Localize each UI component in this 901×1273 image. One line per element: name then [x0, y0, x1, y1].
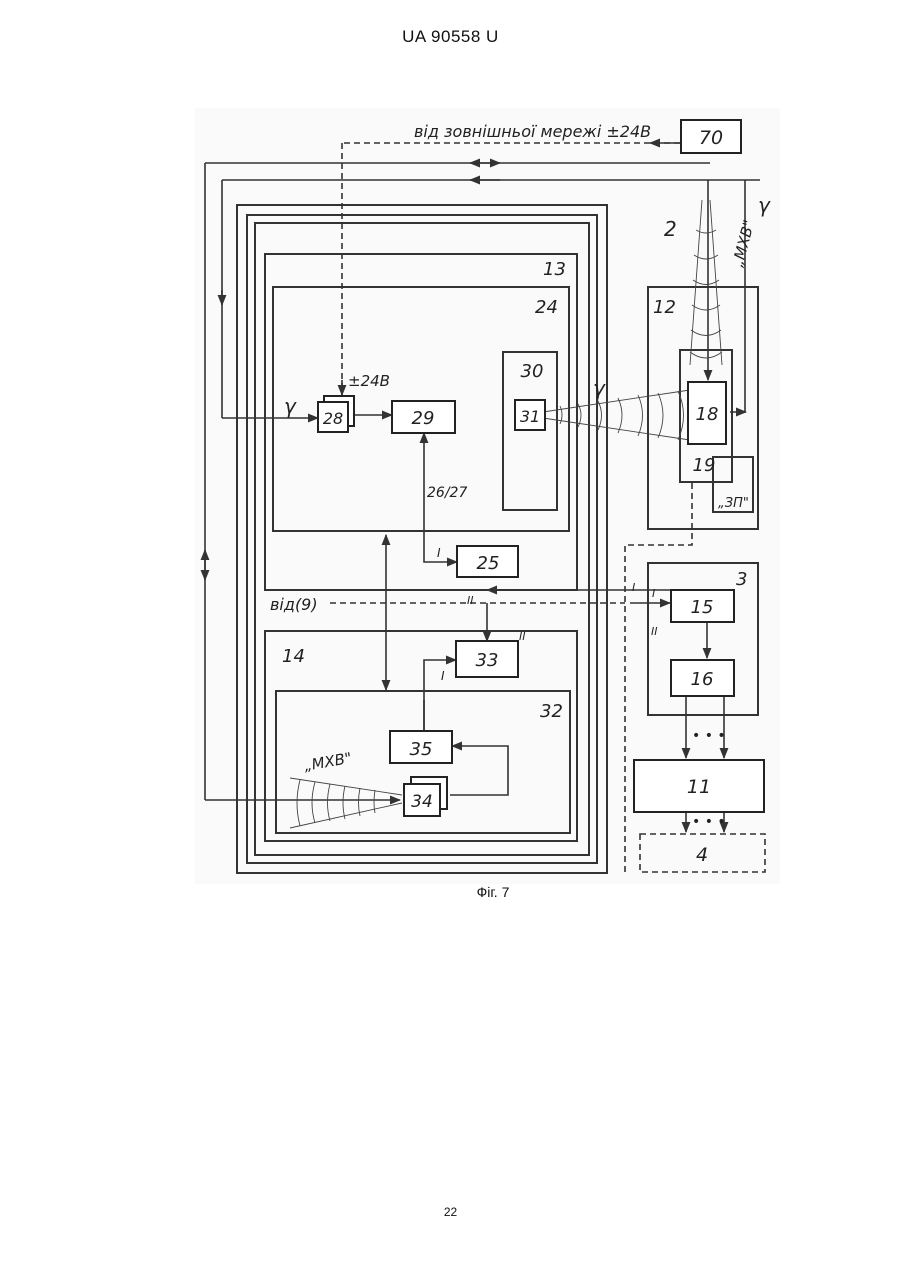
block-25: 25	[457, 546, 518, 577]
svg-text:від(9): від(9)	[270, 595, 318, 614]
figure-caption: Фіг. 7	[0, 884, 901, 900]
svg-text:3: 3	[736, 569, 747, 590]
block-31: 31	[515, 400, 545, 430]
label-19: 19	[693, 455, 716, 476]
svg-text:14: 14	[282, 646, 305, 667]
svg-text:29: 29	[412, 408, 435, 429]
block-15: 15	[671, 590, 734, 622]
svg-text:від зовнішньої мережі ±24В: від зовнішньої мережі ±24В	[414, 122, 651, 141]
svg-text:I: I	[437, 546, 441, 560]
block-35: 35	[390, 731, 452, 763]
svg-text:12: 12	[653, 297, 676, 318]
svg-text:25: 25	[477, 553, 500, 574]
svg-text:16: 16	[691, 669, 714, 690]
svg-text:γ: γ	[284, 394, 297, 418]
svg-text:11: 11	[687, 776, 711, 798]
svg-text:28: 28	[323, 409, 343, 428]
svg-text:II: II	[467, 594, 474, 607]
svg-text:24: 24	[535, 297, 558, 318]
svg-text:2: 2	[664, 217, 677, 241]
block-18: 18	[688, 382, 726, 444]
label-4: 4	[696, 844, 708, 866]
svg-text:I: I	[652, 587, 655, 600]
svg-text:33: 33	[476, 650, 499, 671]
block-70: 70	[681, 120, 741, 153]
svg-text:γ: γ	[593, 376, 606, 400]
block-28: 28	[318, 396, 354, 432]
block-16: 16	[671, 660, 734, 696]
svg-text:I: I	[441, 669, 445, 683]
svg-text:±24В: ±24В	[348, 372, 390, 390]
block-29: 29	[392, 401, 455, 433]
svg-text:II: II	[519, 630, 526, 643]
block-34: 34	[404, 777, 447, 816]
svg-text:26/27: 26/27	[427, 485, 467, 501]
svg-text:18: 18	[696, 404, 719, 425]
svg-text:I: I	[632, 581, 635, 594]
svg-text:• • •: • • •	[692, 728, 726, 744]
page-number: 22	[0, 1205, 901, 1219]
svg-text:13: 13	[543, 259, 566, 280]
svg-text:γ: γ	[758, 193, 771, 217]
svg-text:70: 70	[699, 127, 723, 149]
svg-text:34: 34	[411, 792, 433, 812]
block-11: 11	[634, 760, 764, 812]
svg-text:„ЗП": „ЗП"	[718, 496, 749, 511]
svg-text:II: II	[651, 625, 658, 638]
block-33: 33	[456, 641, 518, 677]
svg-text:35: 35	[410, 739, 433, 760]
svg-text:• • •: • • •	[692, 814, 726, 830]
svg-text:31: 31	[520, 407, 540, 426]
label-30: 30	[521, 361, 544, 382]
svg-text:15: 15	[691, 597, 714, 618]
svg-text:32: 32	[540, 701, 563, 722]
